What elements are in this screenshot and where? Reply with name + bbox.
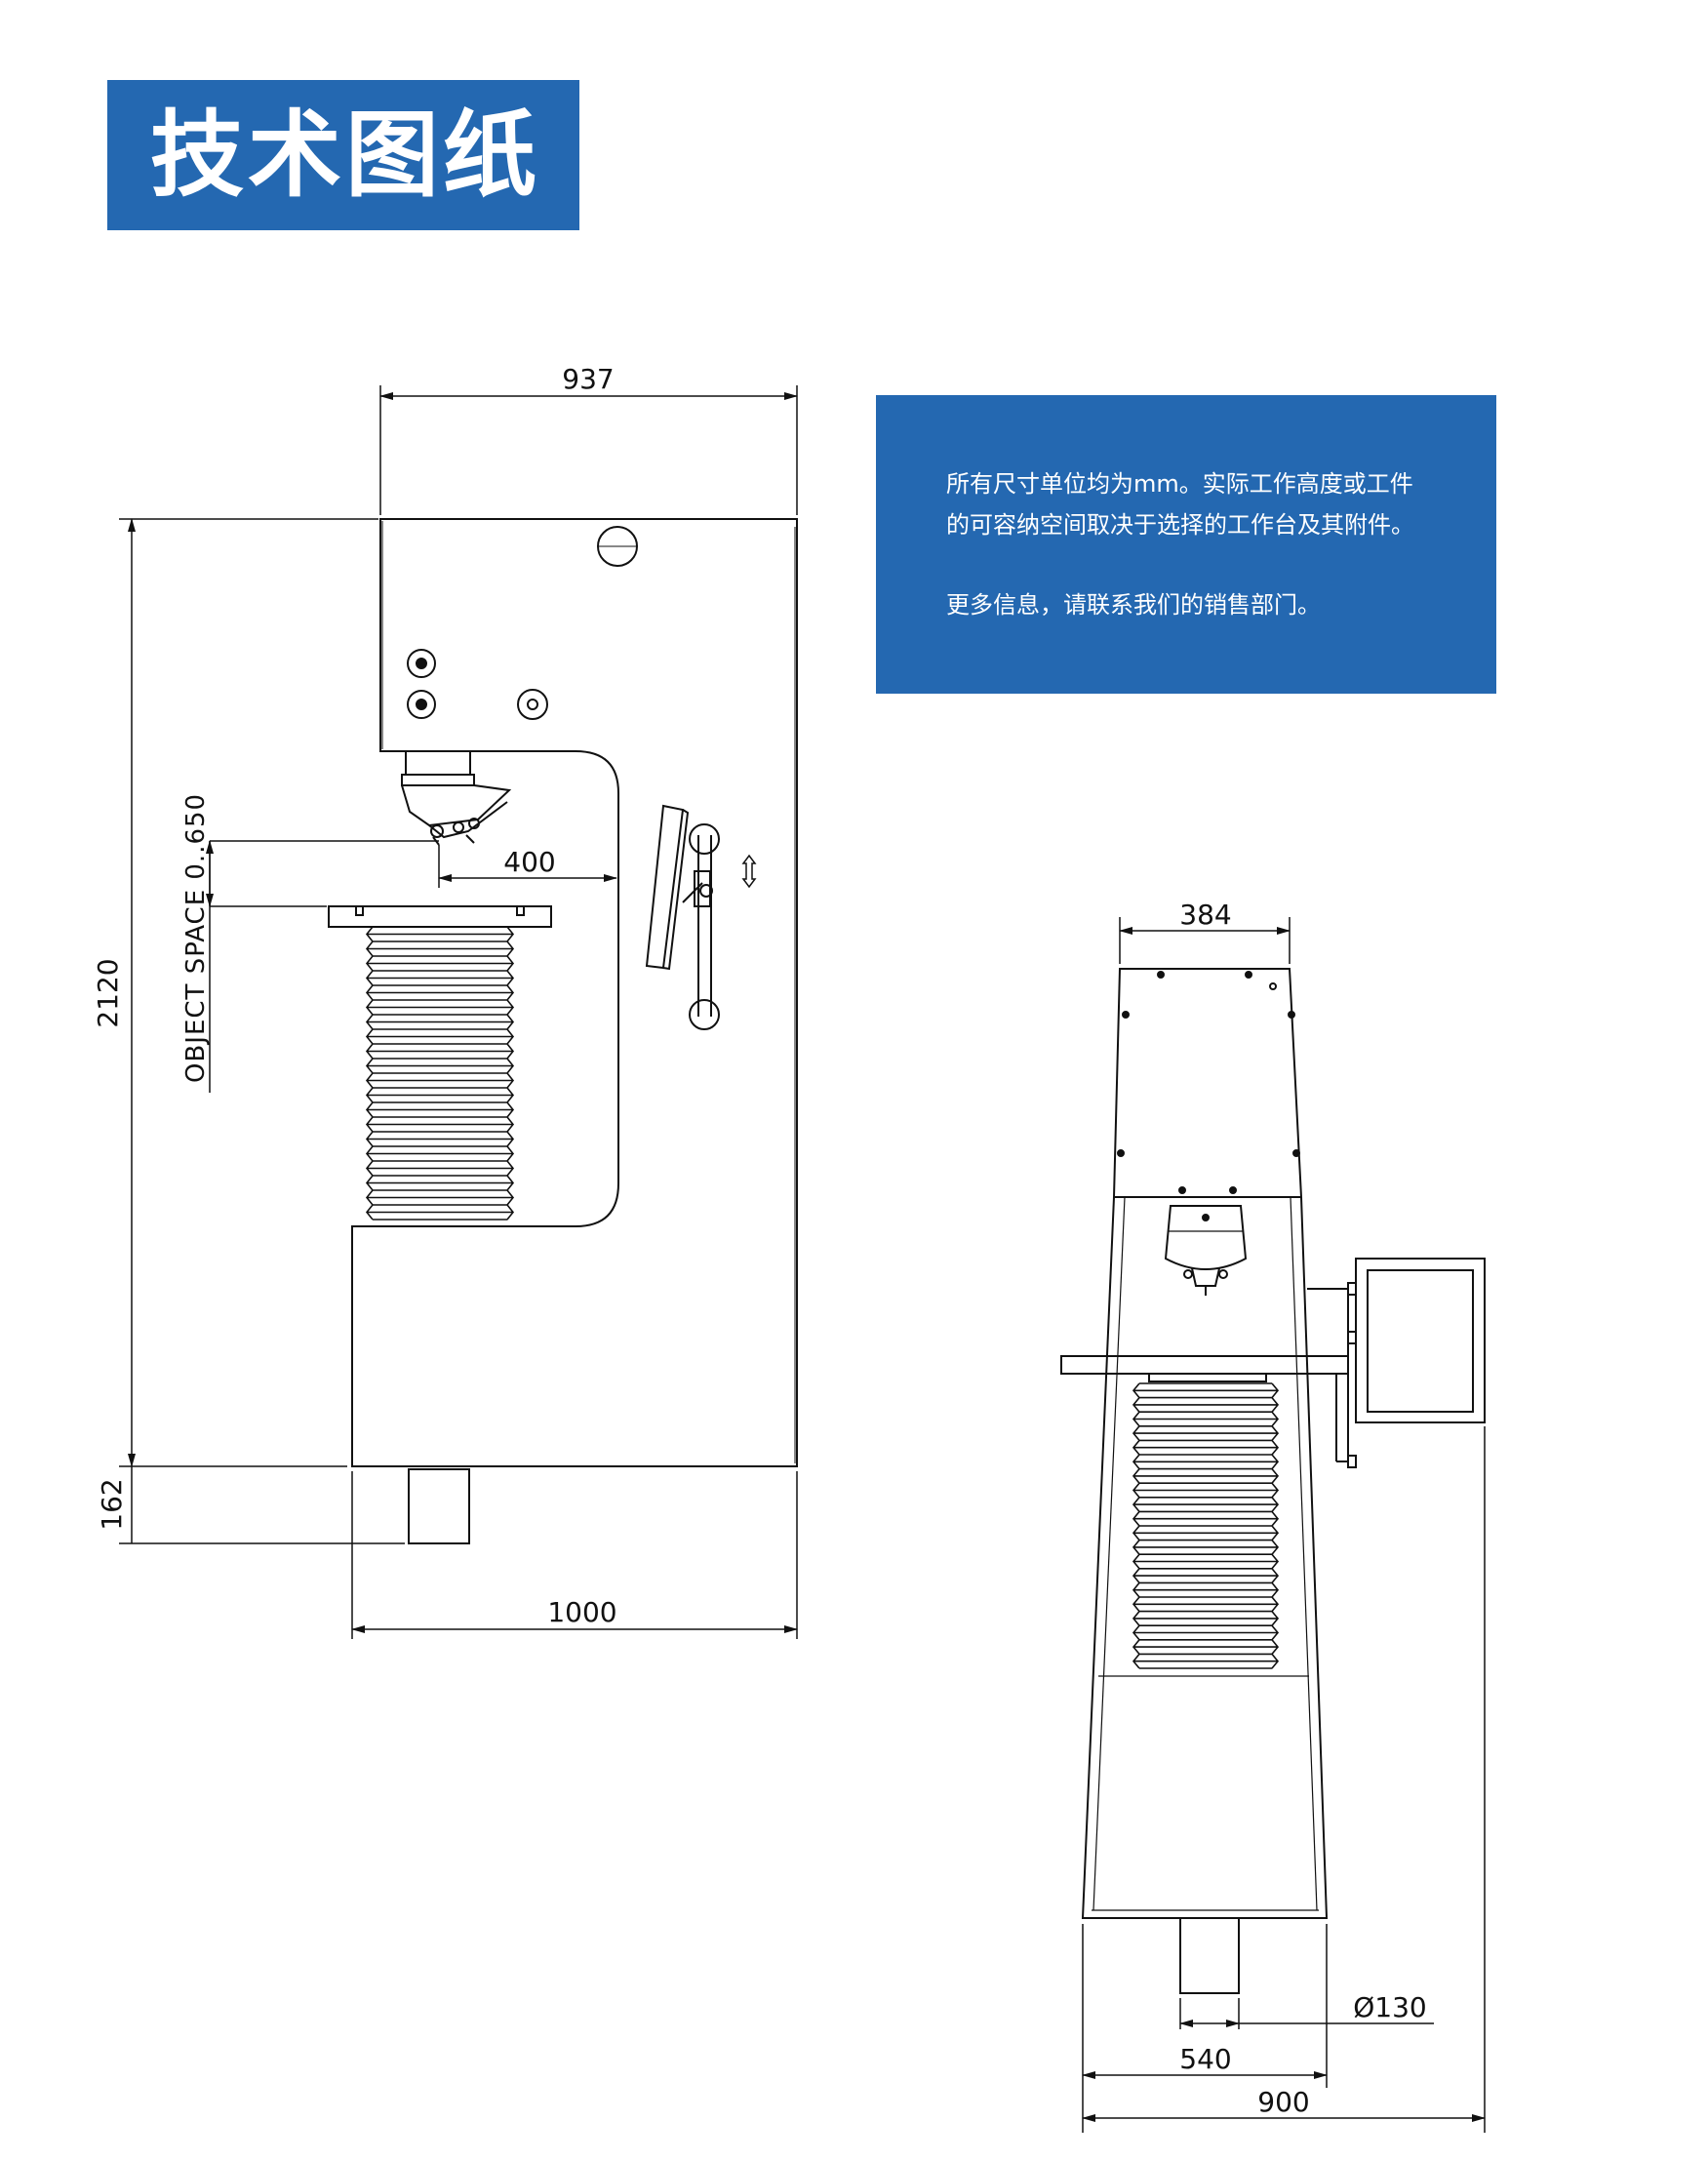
info-note-box: 所有尺寸单位均为mm。实际工作高度或工件 的可容纳空间取决于选择的工作台及其附件… bbox=[876, 395, 1496, 694]
info-note-line-3: 更多信息，请联系我们的销售部门。 bbox=[946, 591, 1321, 619]
side-anvil-table bbox=[328, 905, 552, 928]
front-dimensions bbox=[1082, 917, 1486, 2133]
dim-937-label: 937 bbox=[562, 363, 614, 395]
dim-diameter-130-label: Ø130 bbox=[1353, 1991, 1426, 2023]
side-foot bbox=[408, 1468, 470, 1544]
dim-2120-label: 2120 bbox=[92, 958, 124, 1027]
object-space-label: OBJECT SPACE 0..650 bbox=[181, 793, 211, 1083]
side-bellows bbox=[365, 926, 515, 1221]
side-view bbox=[328, 518, 798, 1544]
dim-540-label: 540 bbox=[1179, 2043, 1231, 2075]
page-title: 技术图纸 bbox=[150, 100, 540, 210]
front-monitor bbox=[1355, 1258, 1486, 1423]
side-body-outline bbox=[351, 518, 798, 1467]
title-banner: 技术图纸 bbox=[107, 80, 579, 230]
info-note-line-1: 所有尺寸单位均为mm。实际工作高度或工件 bbox=[946, 470, 1413, 498]
front-column bbox=[1081, 1196, 1329, 1919]
dim-400-label: 400 bbox=[503, 846, 555, 878]
front-anvil-table bbox=[1060, 1355, 1349, 1375]
front-head bbox=[1112, 968, 1303, 1198]
dim-384-label: 384 bbox=[1179, 899, 1231, 931]
front-foot bbox=[1179, 1917, 1240, 1994]
dim-1000-label: 1000 bbox=[547, 1596, 616, 1628]
side-monitor bbox=[645, 804, 685, 970]
dim-162-label: 162 bbox=[96, 1478, 128, 1530]
front-bellows bbox=[1132, 1382, 1280, 1669]
info-note-line-2: 的可容纳空间取决于选择的工作台及其附件。 bbox=[946, 511, 1414, 539]
front-view bbox=[1060, 968, 1486, 1994]
up-down-arrow-icon bbox=[741, 854, 757, 889]
side-dimensions bbox=[119, 385, 798, 1639]
dim-900-label: 900 bbox=[1257, 2086, 1309, 2118]
